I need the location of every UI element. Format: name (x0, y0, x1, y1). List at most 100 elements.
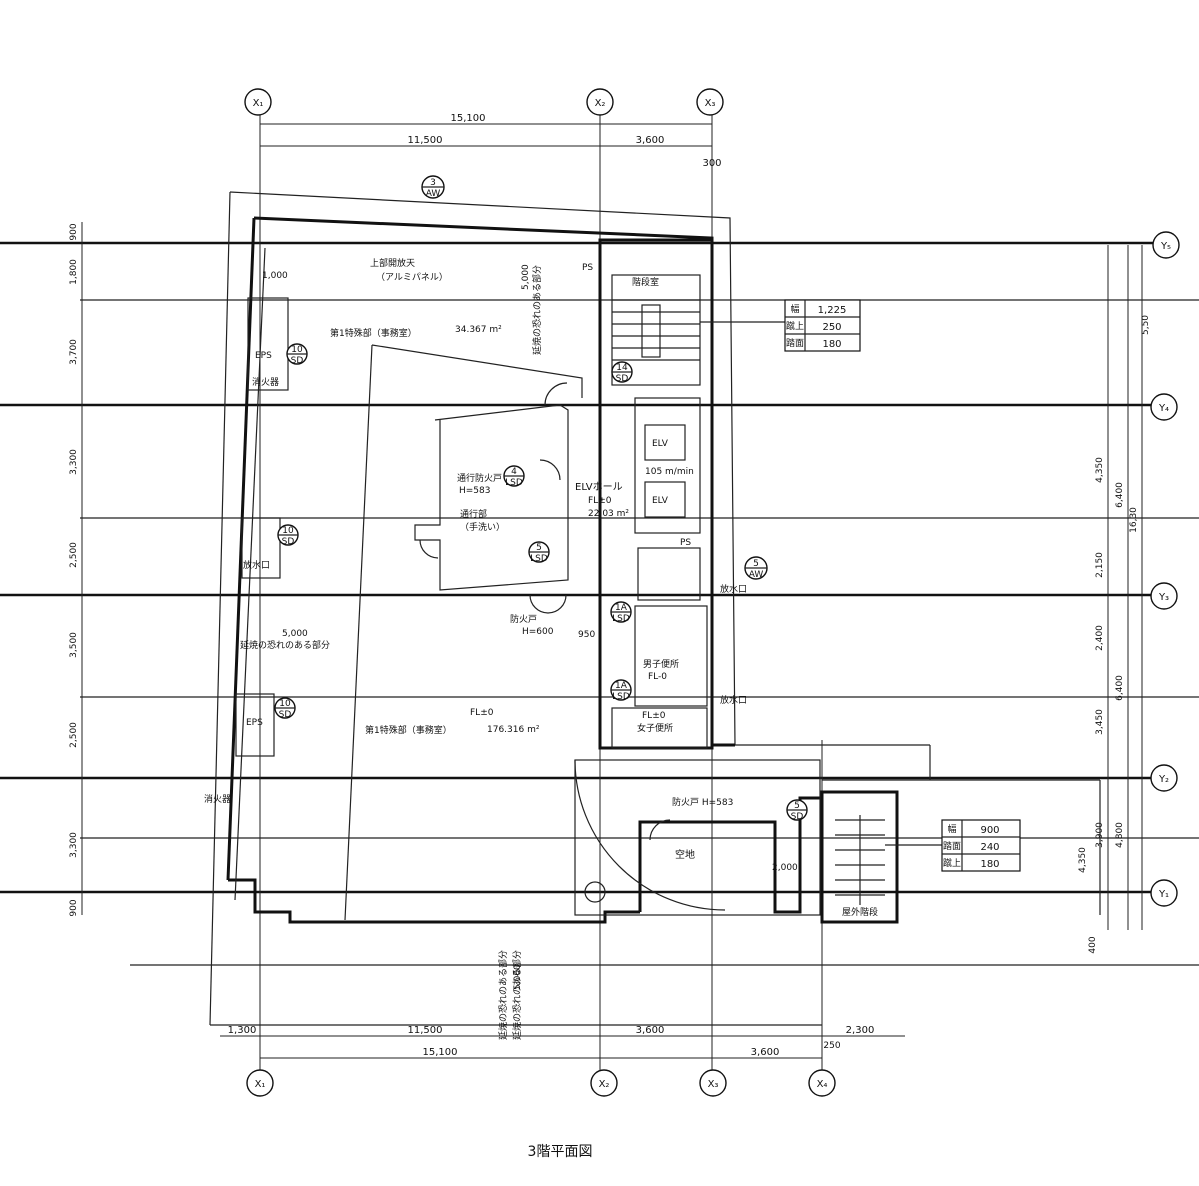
grid-label: Y₃ (1158, 592, 1169, 603)
svg-text:900: 900 (69, 223, 79, 240)
note-hose-3: 放水口 (243, 559, 270, 571)
elevator-car-2 (644, 481, 686, 518)
eps-label-2: EPS (246, 718, 263, 728)
grid-label: X₃ (708, 1079, 719, 1090)
svg-text:蹴上: 蹴上 (943, 857, 961, 869)
room-eps-lower (235, 693, 275, 757)
svg-text:3,300: 3,300 (69, 449, 79, 475)
ps-label-1: PS (582, 263, 593, 273)
dim-5000-left: 5,000 (282, 629, 308, 639)
svg-text:1,225: 1,225 (818, 305, 847, 316)
drawing-title: 3階平面図 (528, 1144, 593, 1160)
grid-bubbles-right: Y₅ Y₄ Y₃ Y₂ Y₁ (1150, 231, 1180, 907)
grid-bubbles-top: X₁ X₂ X₃ (244, 88, 724, 116)
grid-label: Y₅ (1160, 241, 1171, 252)
tag-aw-right: 5 AW (744, 556, 768, 580)
svg-text:踏面: 踏面 (786, 337, 804, 349)
svg-text:4,800: 4,800 (1115, 822, 1125, 848)
tag-sd-balcony: 5 SD (786, 799, 808, 822)
room-office-upper-area: 34.367 m² (455, 325, 502, 335)
grid-label: X₁ (253, 98, 264, 109)
svg-text:5: 5 (536, 543, 542, 553)
note-door-bottom: 防火戸 H=583 (672, 796, 733, 808)
room-eps-middle (241, 517, 281, 579)
svg-text:幅: 幅 (947, 823, 956, 835)
svg-text:SD: SD (279, 710, 292, 720)
svg-text:2,150: 2,150 (1095, 552, 1105, 578)
svg-text:SD: SD (282, 537, 295, 547)
grid-label: Y₂ (1158, 774, 1169, 785)
svg-text:10: 10 (291, 345, 303, 355)
svg-text:LSD: LSD (530, 554, 548, 564)
corridor-outline (414, 404, 569, 591)
svg-text:6,400: 6,400 (1115, 482, 1125, 508)
grid-label: Y₄ (1158, 403, 1169, 414)
tag-sd-stair: 14 SD (611, 361, 633, 384)
tag-sd-1: 10 SD (286, 343, 308, 366)
dim-small-bottom: 250 (823, 1041, 840, 1051)
dim-5000-upper: 5,000 (521, 264, 531, 290)
room-toilet-women-fl: FL±0 (642, 711, 666, 721)
svg-text:5: 5 (794, 801, 800, 811)
grid-bubbles-bottom: X₁ X₂ X₃ X₄ (246, 1069, 836, 1097)
tag-lsd-1: 4 LSD (503, 465, 525, 488)
note-door-lower-size: H=600 (522, 627, 554, 637)
dim-span-a-bottom: 11,500 (408, 1025, 443, 1036)
toilet-women (611, 707, 708, 749)
dimensions-right: 5,50 4,350 6,400 2,150 2,400 6,400 3,450… (1078, 245, 1151, 954)
svg-text:AW: AW (426, 189, 441, 199)
note-fire-spread-1: 延焼の恐れのある部分 (531, 265, 543, 355)
dim-span-c-bottom: 3,600 (751, 1047, 780, 1058)
tag-lsd-3: 1A LSD (610, 601, 632, 624)
grid-bubble-y2 (1150, 764, 1178, 792)
balcony-outline (574, 759, 821, 916)
grid-bubble-x2-top (586, 88, 614, 116)
tag-sd-3: 10 SD (274, 697, 296, 720)
ps-label-2: PS (680, 538, 691, 548)
room-balcony-name: 空地 (675, 848, 695, 861)
exterior-stair-treads (835, 815, 885, 905)
tag-sd-2: 10 SD (277, 524, 299, 547)
svg-text:LSD: LSD (612, 614, 630, 624)
dim-5000-bottom: 5,000 (513, 964, 523, 990)
room-office-lower-area: 176.316 m² (487, 725, 540, 735)
svg-text:SD: SD (291, 356, 304, 366)
grid-label: X₂ (599, 1079, 610, 1090)
grid-label: X₂ (595, 98, 606, 109)
grid-label: Y₁ (1158, 889, 1169, 900)
room-office-lower-fl: FL±0 (470, 708, 494, 718)
room-elevator-hall-name: ELVホール (575, 481, 623, 493)
room-toilet-men-name: 男子便所 (643, 658, 679, 670)
note-fire-spread-4: 延焼の恐れのある部分 (497, 950, 509, 1040)
note-door-upper-size: H=583 (459, 486, 491, 496)
svg-text:4,350: 4,350 (1095, 457, 1105, 483)
grid-bubble-x2-bottom (590, 1069, 618, 1097)
room-corridor-name: 通行部 (460, 508, 487, 520)
svg-text:1A: 1A (615, 603, 628, 613)
dimensions-top: 15,100 11,500 3,600 300 (260, 113, 722, 169)
svg-text:5: 5 (753, 559, 759, 569)
door-window-tags: 3 AW 10 SD 10 SD 10 SD 4 LSD (274, 175, 808, 822)
svg-text:900: 900 (980, 825, 999, 836)
room-labels: 第1特殊部（事務室） 34.367 m² FL±0 第1特殊部（事務室） 176… (246, 263, 878, 918)
dim-right-bottom: 2,300 (846, 1025, 875, 1036)
note-hose-1: 放水口 (720, 583, 747, 595)
svg-text:14: 14 (616, 363, 628, 373)
svg-text:10: 10 (282, 526, 294, 536)
svg-text:4: 4 (511, 467, 517, 477)
dim-overall-bottom: 15,100 (423, 1047, 458, 1058)
grid-bubble-x3-top (696, 88, 724, 116)
stair-room (611, 274, 701, 386)
dim-offset-top: 300 (702, 158, 721, 169)
note-door-upper: 通行防火戸 (457, 472, 502, 484)
stair-spec-table-upper: 幅 1,225 蹴上 250 踏面 180 (700, 299, 861, 352)
eps-label-1: EPS (255, 351, 272, 361)
dim-span-b-bottom: 3,600 (636, 1025, 665, 1036)
note-fire-spread-2: 延焼の恐れのある部分 (240, 639, 330, 651)
svg-text:6,400: 6,400 (1115, 675, 1125, 701)
building-walls (209, 191, 1101, 1026)
room-toilet-women-name: 女子便所 (637, 722, 673, 734)
annotations: 上部開放天 （アルミパネル） 延焼の恐れのある部分 延焼の恐れのある部分 延焼の… (204, 257, 798, 1040)
tag-lsd-2: 5 LSD (528, 541, 550, 564)
